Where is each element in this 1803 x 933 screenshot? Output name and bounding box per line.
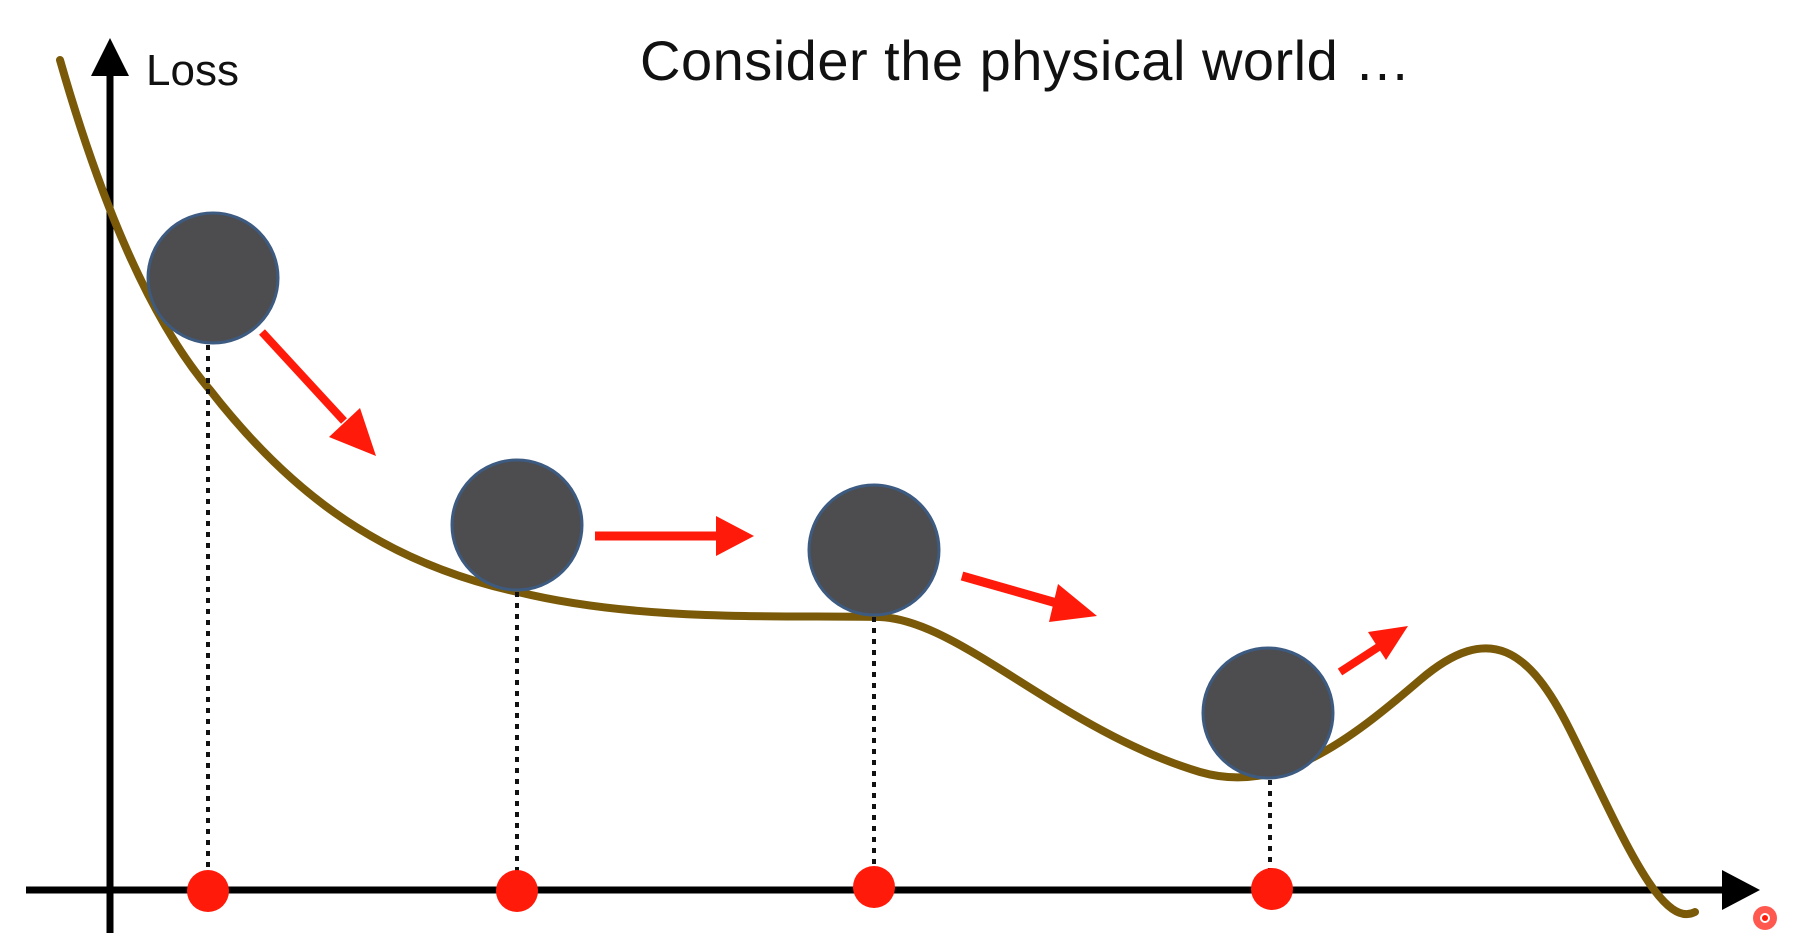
motion-arrow-1 [259, 329, 376, 456]
position-marker-3 [853, 866, 895, 908]
x-axis-arrowhead [1722, 870, 1760, 910]
slide-title: Consider the physical world … [640, 29, 1411, 92]
ball-3 [807, 483, 941, 617]
motion-arrow-4 [1337, 626, 1408, 676]
motion-arrow-3 [960, 571, 1097, 622]
y-axis-arrowhead [91, 38, 129, 76]
motion-arrow-2 [595, 516, 754, 556]
ball-1 [146, 211, 280, 345]
y-axis-label: Loss [146, 46, 239, 95]
ball-2 [450, 458, 584, 592]
loss-curve [56, 56, 1699, 918]
ball-4 [1201, 646, 1335, 780]
pointer-indicator [1753, 906, 1777, 930]
position-marker-2 [496, 870, 538, 912]
position-marker-1 [187, 870, 229, 912]
position-marker-4 [1251, 868, 1293, 910]
